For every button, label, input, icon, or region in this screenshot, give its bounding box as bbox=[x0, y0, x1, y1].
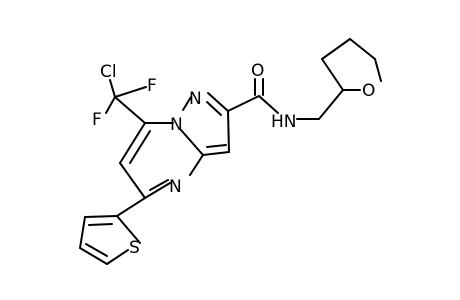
bond-n2-c2-double bbox=[206, 101, 222, 116]
bond-n1-n2 bbox=[182, 96, 192, 111]
bond-c3-c3a-double bbox=[206, 144, 227, 148]
atom-cl: Cl bbox=[100, 62, 117, 82]
bond-c4thf-c3thf bbox=[321, 38, 351, 60]
bond-n4-c3a bbox=[189, 154, 204, 176]
bond-c3-c3a bbox=[202, 151, 230, 156]
bond-c2-c3 bbox=[227, 110, 230, 153]
bond-c-f1 bbox=[114, 86, 147, 98]
bond-c5thio-s bbox=[106, 249, 129, 265]
bond-camide-nh bbox=[258, 95, 279, 114]
bond-c5-cthio bbox=[116, 197, 146, 217]
bond-c5-n4 bbox=[144, 182, 171, 199]
bond-c-cl bbox=[109, 79, 116, 98]
bond-cthio-s bbox=[116, 215, 141, 244]
bond-c7-c6 bbox=[119, 122, 146, 164]
atom-o-thf: O bbox=[362, 81, 375, 101]
atom-n-pyrazole-2: N bbox=[189, 89, 202, 109]
bond-c3thio-c4thio bbox=[79, 216, 86, 249]
atom-n-pyrazole-1: N bbox=[170, 115, 183, 135]
atom-n-pyrimidine: N bbox=[169, 177, 182, 197]
bond-cthio-c3thio-double bbox=[88, 223, 113, 226]
bond-c5-n4-double bbox=[149, 179, 169, 191]
bond-cthio-c3thio bbox=[84, 215, 118, 218]
atom-s-thiophene: S bbox=[129, 238, 140, 258]
bond-n2-c2 bbox=[207, 92, 229, 112]
bond-c2-camide bbox=[227, 95, 260, 112]
bond-c5thf-c4thf bbox=[349, 38, 376, 60]
bond-c7-c6-double bbox=[129, 130, 151, 164]
atom-nh: HN bbox=[271, 112, 297, 132]
bond-o-c5thf bbox=[374, 58, 382, 82]
bond-c-f2 bbox=[105, 96, 116, 114]
bonds bbox=[79, 38, 382, 265]
atom-f1: F bbox=[147, 76, 157, 96]
bond-c4thio-c5thio-double bbox=[85, 243, 108, 257]
atom-f2: F bbox=[92, 110, 102, 130]
bond-c3a-n1 bbox=[180, 129, 204, 156]
bond-c3thf-cthf bbox=[321, 58, 344, 91]
bond-c6-c5 bbox=[119, 162, 146, 199]
bond-c4thio-c5thio bbox=[79, 247, 108, 265]
atom-labels: Cl F F N N N O HN O S bbox=[92, 61, 375, 258]
bond-cf2cl-c7 bbox=[114, 96, 146, 124]
atom-o-carbonyl: O bbox=[251, 61, 264, 81]
bond-ch2-cthf bbox=[318, 89, 344, 120]
